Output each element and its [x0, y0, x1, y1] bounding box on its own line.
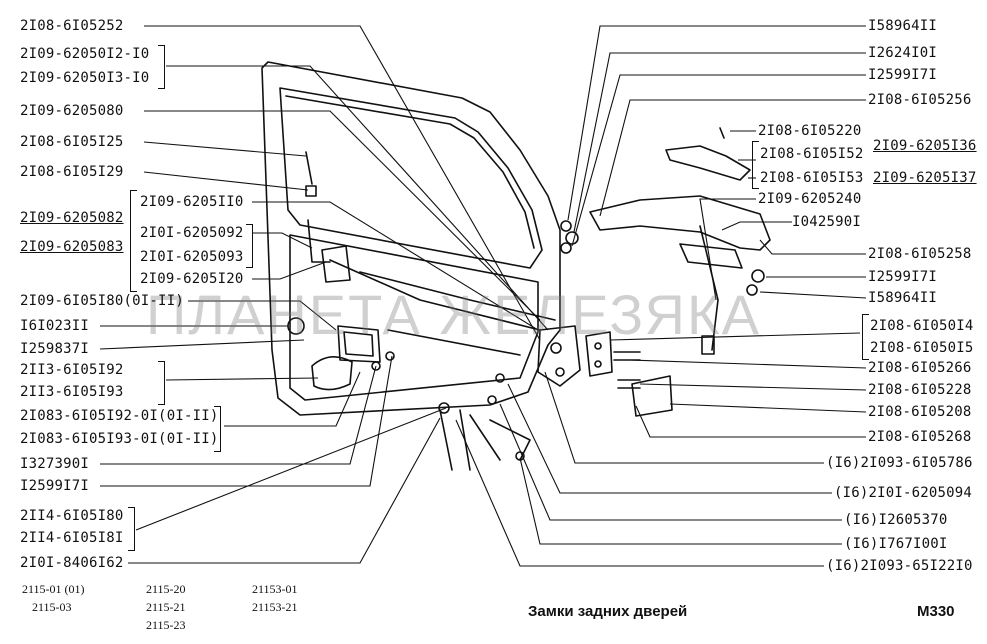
right-label-15: 2I08-6I050I4 — [870, 318, 974, 334]
right-label-12: 2I08-6I05258 — [868, 246, 972, 262]
diagram-title: Замки задних дверей — [528, 603, 688, 620]
bracket — [862, 314, 869, 360]
bracket — [752, 141, 759, 189]
left-label-9: 2I09-6205II0 — [140, 194, 244, 210]
left-label-1: 2I08-6I05252 — [20, 18, 124, 34]
right-label-8: 2I08-6I05I53 — [760, 170, 864, 186]
left-label-17: 2II3-6I05I93 — [20, 384, 124, 400]
right-label-9: 2I09-6205I37 — [873, 170, 977, 186]
model-code: 2115-21 — [146, 600, 186, 614]
child-lock-plate — [631, 375, 673, 417]
bracket — [246, 224, 253, 268]
striker-plate — [585, 331, 613, 377]
right-label-1: I58964II — [868, 18, 938, 34]
right-label-17: 2I08-6I05266 — [868, 360, 972, 376]
outer-handle — [589, 195, 771, 251]
right-label-7: 2I09-6205I36 — [873, 138, 977, 154]
left-label-3: 2I09-62050I3-I0 — [20, 70, 150, 86]
model-code: 2115-03 — [32, 600, 72, 614]
right-label-11: I042590I — [792, 214, 862, 230]
left-label-5: 2I08-6I05I25 — [20, 134, 124, 150]
left-label-20: I327390I — [20, 456, 90, 472]
left-label-23: 2II4-6I05I8I — [20, 530, 124, 546]
right-label-19: 2I08-6I05208 — [868, 404, 972, 420]
right-label-5: 2I08-6I05220 — [758, 123, 862, 139]
right-label-20: 2I08-6I05268 — [868, 429, 972, 445]
left-label-13: 2I09-6I05I80(0I-II) — [20, 293, 184, 309]
right-label-13: I2599I7I — [868, 269, 938, 285]
bracket — [158, 45, 165, 89]
bracket — [130, 190, 137, 292]
inner-handle-housing — [337, 325, 381, 363]
right-label-18: 2I08-6I05228 — [868, 382, 972, 398]
right-label-3: I2599I7I — [868, 67, 938, 83]
right-label-24: (I6)I767I00I — [844, 536, 948, 552]
left-label-24: 2I0I-8406I62 — [20, 555, 124, 571]
left-label-7: 2I09-6205082 — [20, 210, 124, 226]
left-label-21: I2599I7I — [20, 478, 90, 494]
left-label-2: 2I09-62050I2-I0 — [20, 46, 150, 62]
right-label-25: (I6)2I093-65I22I0 — [826, 558, 973, 574]
lock-bracket — [321, 245, 351, 283]
left-label-8: 2I09-6205083 — [20, 239, 124, 255]
right-label-23: (I6)I2605370 — [844, 512, 948, 528]
bracket — [214, 406, 221, 452]
left-label-15: I259837I — [20, 341, 90, 357]
left-label-18: 2I083-6I05I92-0I(0I-II) — [20, 408, 219, 424]
left-label-22: 2II4-6I05I80 — [20, 508, 124, 524]
left-label-19: 2I083-6I05I93-0I(0I-II) — [20, 431, 219, 447]
door-frame — [261, 61, 561, 416]
right-label-2: I2624I0I — [868, 45, 938, 61]
left-label-11: 2I0I-6205093 — [140, 249, 244, 265]
left-label-12: 2I09-6205I20 — [140, 271, 244, 287]
left-label-6: 2I08-6I05I29 — [20, 164, 124, 180]
left-label-4: 2I09-6205080 — [20, 103, 124, 119]
left-label-14: I6I023II — [20, 318, 90, 334]
model-code: 2115-01 (01) — [22, 582, 85, 596]
model-code: 2115-20 — [146, 582, 186, 596]
bracket — [128, 507, 135, 551]
model-code: 2115-23 — [146, 618, 186, 632]
right-label-21: (I6)2I093-6I05786 — [826, 455, 973, 471]
right-label-22: (I6)2I0I-6205094 — [834, 485, 973, 501]
left-label-10: 2I0I-6205092 — [140, 225, 244, 241]
right-label-10: 2I09-6205240 — [758, 191, 862, 207]
right-label-6: 2I08-6I05I52 — [760, 146, 864, 162]
diagram-code: M330 — [917, 603, 955, 620]
left-label-16: 2II3-6I05I92 — [20, 362, 124, 378]
lock-body — [537, 325, 581, 387]
handle-pocket — [679, 243, 743, 269]
right-label-16: 2I08-6I050I5 — [870, 340, 974, 356]
watermark-text: ПЛАНЕТА ЖЕЛЕЗЯКА — [146, 283, 761, 346]
door-window — [279, 87, 543, 269]
model-code: 21153-21 — [252, 600, 298, 614]
right-label-14: I58964II — [868, 290, 938, 306]
door-pull-handle — [311, 356, 353, 391]
model-code: 21153-01 — [252, 582, 298, 596]
right-label-4: 2I08-6I05256 — [868, 92, 972, 108]
bracket — [158, 361, 165, 405]
